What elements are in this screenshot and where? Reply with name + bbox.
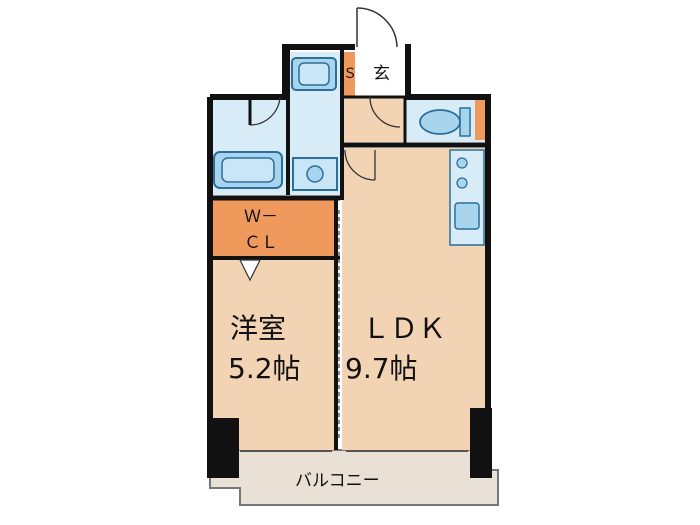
door-swings [249, 96, 401, 181]
stove-burner-2 [456, 177, 468, 189]
ldk-name: ＬＤＫ [362, 312, 446, 345]
shoes-label: Ｓ [343, 66, 357, 82]
walk-in-closet [212, 200, 334, 258]
ldk-size: 9.7帖 [345, 352, 418, 385]
western-room-name: 洋室 [230, 312, 286, 345]
toilet-tank [459, 107, 471, 137]
hallway-floor [342, 97, 406, 142]
western-room-size: 5.2帖 [228, 352, 301, 385]
toilet-side-cabinet [475, 100, 485, 140]
closet-label-line1: Ｗ－ [244, 207, 278, 227]
stove-burner-1 [456, 157, 468, 169]
washbasin-bowl [298, 62, 330, 86]
toilet-bowl [419, 109, 461, 135]
column-left [207, 418, 239, 478]
balcony-label: バルコニー [295, 471, 380, 491]
closet-door-triangle [239, 259, 261, 282]
entrance-label: 玄 [373, 64, 390, 84]
washing-machine-drain [306, 165, 324, 183]
bathtub-inner [221, 157, 275, 183]
inner-walls [210, 50, 488, 450]
entrance-door [356, 7, 398, 48]
entrance-floor [355, 52, 405, 97]
column-right [470, 408, 492, 478]
kitchen-sink [454, 202, 480, 230]
closet-label-line2: ＣＬ [244, 233, 278, 253]
shoe-cabinet [342, 52, 355, 97]
